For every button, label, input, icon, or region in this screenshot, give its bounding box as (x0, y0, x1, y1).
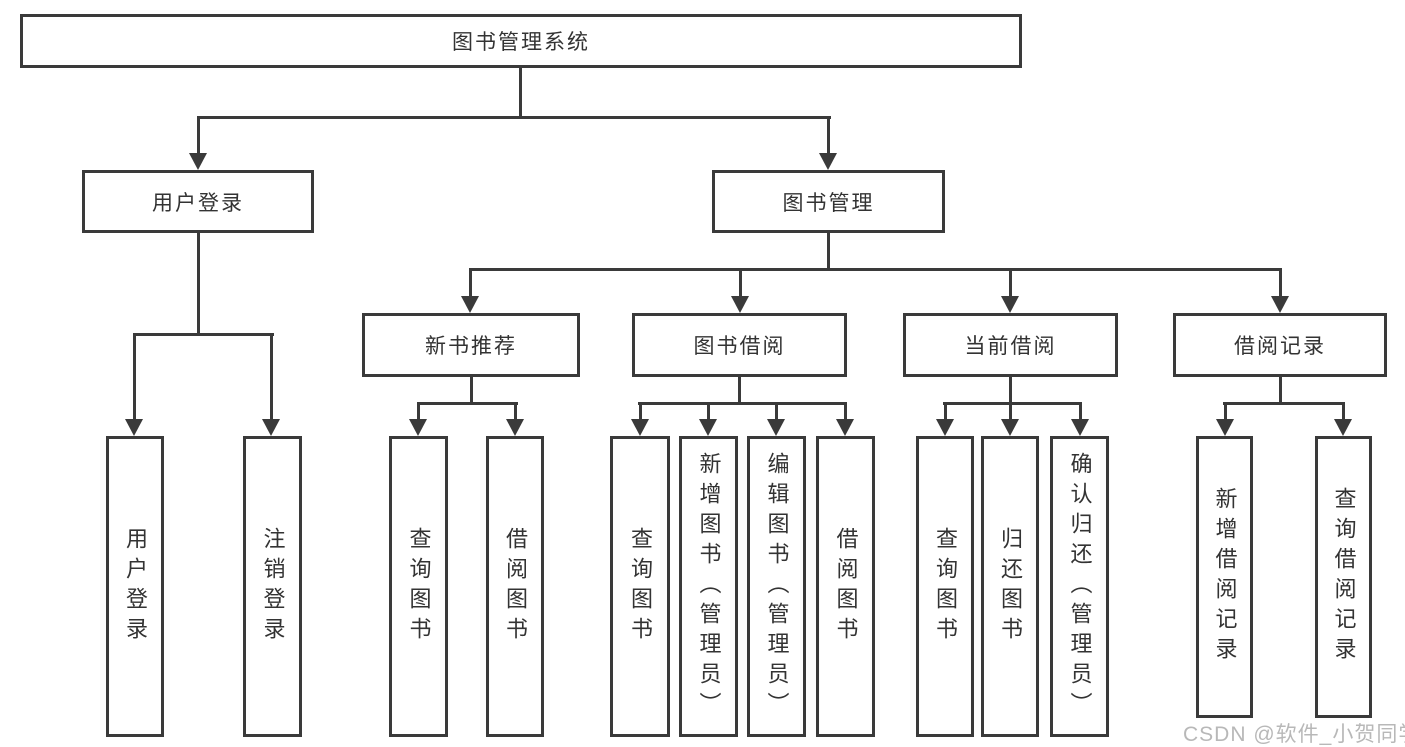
leaf-query-books-recommend: 查询图书 (389, 436, 448, 737)
node-book-management: 图书管理 (712, 170, 945, 233)
connector-line (707, 402, 710, 422)
leaf-label: 注销登录 (260, 526, 286, 647)
connector-line (417, 402, 518, 405)
connector-line (738, 377, 741, 404)
csdn-watermark: CSDN @软件_小贺同学 (1183, 723, 1405, 746)
leaf-confirm-return-admin: 确认归还（管理员） (1050, 436, 1109, 737)
arrowhead-down (1216, 419, 1234, 436)
node-user-login: 用户登录 (82, 170, 314, 233)
connector-line (270, 333, 273, 421)
arrowhead-down (731, 296, 749, 313)
node-root-label: 图书管理系统 (452, 31, 590, 54)
connector-line (1224, 402, 1227, 422)
arrowhead-down (1071, 419, 1089, 436)
node-current-borrowing-label: 当前借阅 (964, 335, 1057, 358)
arrowhead-down (631, 419, 649, 436)
connector-line (1009, 402, 1012, 422)
connector-line (197, 116, 200, 154)
connector-line (844, 402, 847, 422)
node-book-borrowing: 图书借阅 (632, 313, 847, 377)
leaf-query-books-borrowing: 查询图书 (610, 436, 670, 737)
arrowhead-down (461, 296, 479, 313)
arrowhead-down (819, 153, 837, 170)
connector-line (197, 116, 831, 119)
connector-line (1279, 377, 1282, 404)
leaf-add-books-admin: 新增图书（管理员） (679, 436, 738, 737)
node-book-borrowing-label: 图书借阅 (693, 335, 786, 358)
connector-line (197, 233, 200, 335)
node-new-book-recommend: 新书推荐 (362, 313, 580, 377)
arrowhead-down (1001, 419, 1019, 436)
connector-line (514, 402, 517, 422)
leaf-logout: 注销登录 (243, 436, 302, 737)
connector-line (469, 268, 1282, 271)
connector-line (943, 402, 1082, 405)
connector-line (827, 116, 830, 154)
leaf-return-books: 归还图书 (981, 436, 1039, 737)
connector-line (827, 233, 830, 271)
leaf-query-borrow-record: 查询借阅记录 (1315, 436, 1372, 718)
leaf-borrow-books: 借阅图书 (816, 436, 875, 737)
leaf-query-books-current: 查询图书 (916, 436, 974, 737)
arrowhead-down (1271, 296, 1289, 313)
arrowhead-down (262, 419, 280, 436)
arrowhead-down (936, 419, 954, 436)
arrowhead-down (1334, 419, 1352, 436)
arrowhead-down (125, 419, 143, 436)
connector-line (944, 402, 947, 422)
leaf-label: 查询图书 (933, 526, 958, 647)
leaf-edit-books-admin: 编辑图书（管理员） (747, 436, 806, 737)
node-root: 图书管理系统 (20, 14, 1022, 68)
connector-line (1009, 268, 1012, 300)
connector-line (638, 402, 847, 405)
leaf-label: 查询图书 (406, 526, 432, 647)
connector-line (1079, 402, 1082, 422)
connector-line (739, 268, 742, 300)
arrowhead-down (506, 419, 524, 436)
leaf-label: 编辑图书（管理员） (764, 451, 790, 722)
connector-line (1223, 402, 1345, 405)
arrowhead-down (767, 419, 785, 436)
leaf-user-login: 用户登录 (106, 436, 164, 737)
leaf-label: 查询借阅记录 (1331, 487, 1357, 667)
connector-line (470, 377, 473, 404)
connector-line (519, 68, 522, 118)
leaf-label: 用户登录 (123, 526, 148, 647)
arrowhead-down (189, 153, 207, 170)
leaf-label: 新增借阅记录 (1212, 487, 1238, 667)
leaf-label: 查询图书 (628, 526, 653, 647)
connector-line (1342, 402, 1345, 422)
arrowhead-down (836, 419, 854, 436)
node-book-management-label: 图书管理 (782, 191, 875, 215)
connector-line (417, 402, 420, 422)
connector-line (469, 268, 472, 300)
arrowhead-down (1001, 296, 1019, 313)
connector-line (133, 333, 274, 336)
connector-line (639, 402, 642, 422)
leaf-label: 确认归还（管理员） (1067, 451, 1093, 722)
node-borrowing-records-label: 借阅记录 (1234, 335, 1326, 358)
node-new-book-recommend-label: 新书推荐 (425, 335, 517, 358)
connector-line (1279, 268, 1282, 300)
node-current-borrowing: 当前借阅 (903, 313, 1118, 377)
leaf-label: 归还图书 (998, 526, 1023, 647)
leaf-add-borrow-record: 新增借阅记录 (1196, 436, 1253, 718)
node-user-login-label: 用户登录 (152, 191, 244, 215)
leaf-label: 借阅图书 (503, 526, 528, 647)
arrowhead-down (409, 419, 427, 436)
connector-line (775, 402, 778, 422)
leaf-label: 借阅图书 (833, 526, 859, 647)
node-borrowing-records: 借阅记录 (1173, 313, 1387, 377)
leaf-borrow-books-recommend: 借阅图书 (486, 436, 544, 737)
connector-line (133, 333, 136, 421)
connector-line (1009, 377, 1012, 404)
arrowhead-down (699, 419, 717, 436)
leaf-label: 新增图书（管理员） (696, 451, 722, 722)
